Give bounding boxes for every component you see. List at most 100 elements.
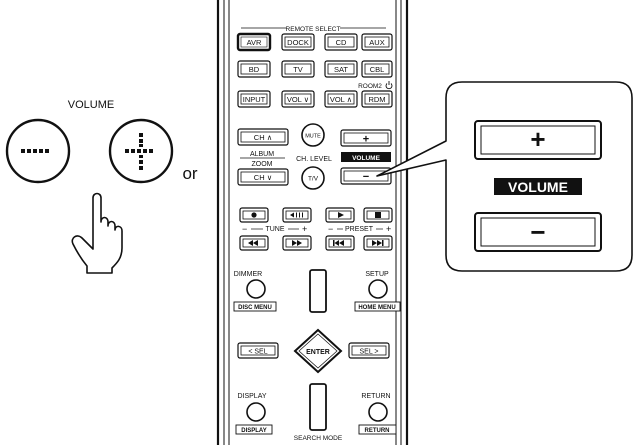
svg-text:MUTE: MUTE — [305, 134, 321, 140]
play-icon — [338, 212, 344, 218]
source-button-cd[interactable]: CD — [324, 33, 358, 51]
preset-down-button[interactable] — [325, 235, 355, 251]
vol-up-button[interactable]: VOL ∧ — [324, 90, 358, 108]
source-button-dock[interactable]: DOCK — [281, 33, 315, 51]
svg-text:VOLUME: VOLUME — [352, 155, 380, 162]
step-back-icon — [290, 212, 303, 218]
svg-text:−: − — [242, 224, 247, 234]
svg-text:CH ∨: CH ∨ — [254, 173, 272, 182]
remote-volume-tag: VOLUME — [341, 152, 391, 162]
setup-button[interactable] — [368, 279, 388, 299]
volume-knob-minus[interactable] — [5, 118, 71, 184]
setup-label: SETUP — [365, 271, 389, 278]
svg-text:< SEL: < SEL — [248, 349, 267, 356]
return-tag: RETURN — [358, 424, 397, 435]
plus-dots-icon — [125, 133, 153, 170]
svg-text:BD: BD — [249, 65, 260, 74]
ch-down-button[interactable]: CH ∨ — [237, 168, 289, 186]
svg-text:DISPLAY: DISPLAY — [241, 428, 266, 434]
minus-dots-icon — [21, 149, 49, 153]
skip-forward-icon — [372, 240, 384, 246]
svg-text:CD: CD — [336, 38, 347, 47]
volume-left-label: VOLUME — [68, 99, 114, 111]
input-button[interactable]: INPUT — [237, 90, 271, 108]
pointing-hand-icon — [71, 192, 123, 274]
svg-text:VOL ∧: VOL ∧ — [330, 95, 352, 104]
source-button-avr[interactable]: AVR — [236, 32, 272, 52]
play-button[interactable] — [325, 207, 355, 223]
svg-text:−: − — [328, 224, 333, 234]
display-label: DISPLAY — [237, 393, 266, 400]
sel-left-button[interactable]: < SEL — [237, 342, 279, 359]
callout-volume-plus-button[interactable]: + — [474, 120, 602, 160]
tv-button[interactable]: T/V — [301, 166, 325, 190]
svg-text:DISC MENU: DISC MENU — [238, 305, 272, 311]
source-button-tv[interactable]: TV — [281, 60, 315, 78]
home-menu-tag: HOME MENU — [354, 301, 401, 312]
tune-label: TUNE — [265, 226, 284, 233]
svg-text:+: + — [530, 124, 545, 154]
return-label: RETURN — [361, 393, 390, 400]
svg-text:INPUT: INPUT — [243, 95, 266, 104]
dimmer-button[interactable] — [246, 279, 266, 299]
nav-scroll-bar-top[interactable] — [309, 269, 327, 313]
volume-callout: + VOLUME − — [376, 81, 633, 272]
svg-text:HOME MENU: HOME MENU — [358, 305, 395, 311]
record-button[interactable] — [239, 207, 269, 223]
display-tag: DISPLAY — [235, 424, 273, 435]
svg-text:SAT: SAT — [334, 65, 348, 74]
svg-text:VOL ∨: VOL ∨ — [287, 95, 309, 104]
source-button-aux[interactable]: AUX — [361, 33, 393, 51]
remote-volume-plus-button[interactable]: + — [340, 129, 392, 147]
svg-text:AVR: AVR — [247, 38, 262, 47]
svg-text:SEL >: SEL > — [359, 349, 378, 356]
svg-text:+: + — [363, 134, 369, 146]
mute-button[interactable]: MUTE — [301, 123, 325, 147]
return-button[interactable] — [368, 402, 388, 422]
ch-level-label: CH. LEVEL — [296, 156, 332, 163]
remote-control: REMOTE SELECT AVR DOCK CD AUX BD — [216, 0, 409, 445]
stop-button[interactable] — [363, 207, 393, 223]
svg-text:CBL: CBL — [370, 65, 385, 74]
callout-volume-minus-button[interactable]: − — [474, 212, 602, 252]
preset-label: PRESET — [345, 226, 374, 233]
frame-step-button[interactable] — [282, 207, 312, 223]
remote-volume-minus-button[interactable]: − — [340, 167, 392, 185]
callout-volume-label: VOLUME — [494, 178, 582, 195]
preset-up-button[interactable] — [363, 235, 393, 251]
zoom-label: ZOOM — [252, 161, 273, 168]
svg-text:RDM: RDM — [368, 95, 385, 104]
skip-back-icon — [333, 240, 344, 246]
power-icon — [385, 81, 393, 90]
svg-text:CH ∧: CH ∧ — [254, 133, 272, 142]
source-button-cbl[interactable]: CBL — [361, 60, 393, 78]
display-button[interactable] — [246, 402, 266, 422]
svg-text:T/V: T/V — [308, 176, 319, 183]
svg-text:VOLUME: VOLUME — [508, 179, 568, 195]
ch-up-button[interactable]: CH ∧ — [237, 128, 289, 146]
tune-down-button[interactable] — [239, 235, 269, 251]
rewind-icon — [248, 240, 258, 246]
vol-down-button[interactable]: VOL ∨ — [281, 90, 315, 108]
svg-text:−: − — [363, 171, 369, 183]
enter-button[interactable]: ENTER — [293, 328, 343, 374]
tune-up-button[interactable] — [282, 235, 312, 251]
svg-text:−: − — [530, 217, 545, 247]
search-mode-label: SEARCH MODE — [294, 435, 343, 442]
record-icon — [251, 212, 257, 218]
remote-select-label: REMOTE SELECT — [286, 26, 341, 33]
svg-text:+: + — [386, 224, 391, 234]
disc-menu-tag: DISC MENU — [233, 301, 277, 312]
stop-icon — [375, 212, 381, 218]
sel-right-button[interactable]: SEL > — [348, 342, 390, 359]
source-button-sat[interactable]: SAT — [324, 60, 358, 78]
svg-text:RETURN: RETURN — [365, 428, 390, 434]
nav-scroll-bar-bottom[interactable] — [309, 383, 327, 431]
fast-forward-icon — [292, 240, 302, 246]
svg-text:DOCK: DOCK — [287, 38, 309, 47]
volume-knob-plus[interactable] — [108, 118, 174, 184]
rdm-button[interactable]: RDM — [361, 90, 393, 108]
source-button-bd[interactable]: BD — [237, 60, 271, 78]
svg-text:+: + — [302, 224, 307, 234]
